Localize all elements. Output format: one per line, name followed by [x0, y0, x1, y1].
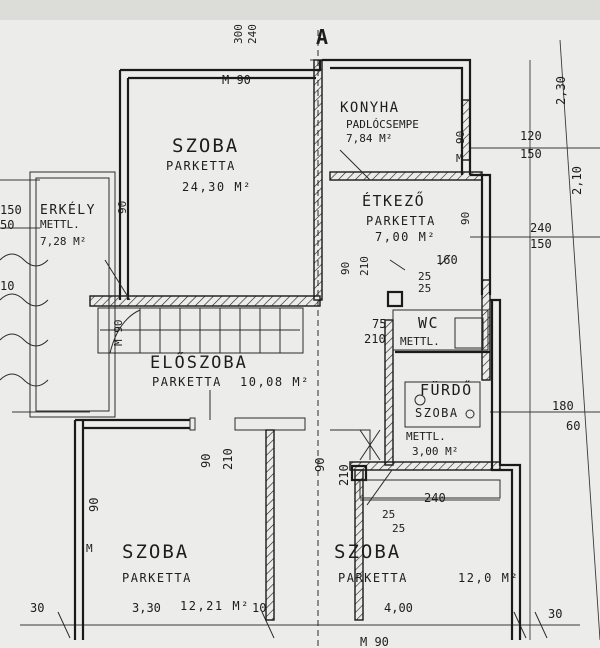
- dim-room-left-m: M: [86, 542, 93, 555]
- dim-door-210a: 210: [221, 448, 235, 470]
- room-floor: PARKETTA: [338, 571, 408, 585]
- room-konyha: KONYHA PADLÓCSEMPE 7,84 M²: [340, 100, 419, 145]
- dim-etkezo-160: 160: [436, 253, 458, 267]
- room-area: 12,0 M²: [458, 571, 519, 585]
- dim-stair-m90: M 90: [112, 320, 125, 347]
- room-floor: METTL.: [40, 218, 80, 231]
- dim-bottom-25a: 25: [382, 508, 395, 521]
- dim-konyha-m: M: [456, 152, 463, 165]
- dim-wc-75: 75: [372, 317, 386, 331]
- dim-room-left-90: 90: [87, 498, 101, 512]
- paper-shadow: [0, 0, 600, 20]
- room-floor: PADLÓCSEMPE: [346, 118, 419, 131]
- balcony: [0, 171, 116, 418]
- dim-right-150a: 150: [520, 147, 542, 161]
- dim-bottom-m90: M 90: [360, 635, 389, 648]
- dim-door-90b: 90: [313, 458, 327, 472]
- room-name: ELŐSZOBA: [150, 351, 248, 373]
- dim-erkely-90: 90: [116, 201, 129, 214]
- dim-right-180: 180: [552, 399, 574, 413]
- room-area: 3,00 M²: [412, 445, 458, 458]
- dim-etkezo-25a: 25: [418, 270, 431, 283]
- sanitary-fixtures: [350, 290, 501, 499]
- dim-top-240: 240: [246, 24, 259, 44]
- room-furdo: FÜRDŐ SZOBA METTL. 3,00 M²: [406, 379, 473, 458]
- room-area: 7,00 M²: [375, 230, 436, 244]
- dim-right-60: 60: [566, 419, 580, 433]
- dim-right-150b: 150: [530, 237, 552, 251]
- room-szoba-right: SZOBA PARKETTA 12,0 M²: [334, 541, 519, 585]
- room-szoba-top: SZOBA PARKETTA 24,30 M²: [166, 135, 252, 194]
- door-swings: [104, 149, 451, 506]
- dim-konyha-90: 90: [454, 131, 467, 144]
- dim-top-door: M 90: [222, 73, 251, 87]
- room-area: 7,28 M²: [40, 235, 86, 248]
- dim-left-10: 10: [0, 279, 14, 293]
- dim-etkezo-90b: 90: [339, 262, 352, 275]
- room-wc: WC METTL.: [400, 314, 440, 348]
- dim-door-210b: 210: [337, 464, 351, 486]
- room-floor: PARKETTA: [152, 375, 222, 389]
- room-name: FÜRDŐ: [420, 379, 473, 399]
- dim-left-50: 50: [0, 218, 14, 232]
- section-marker: A: [316, 25, 328, 49]
- dim-bottom-30-left: 30: [30, 601, 44, 615]
- dim-door-90a: 90: [199, 454, 213, 468]
- dim-etkezo-90: 90: [459, 212, 472, 225]
- room-szoba-left: SZOBA PARKETTA 12,21 M²: [122, 541, 250, 613]
- room-floor: PARKETTA: [366, 214, 436, 228]
- room-floor: METTL.: [406, 430, 446, 443]
- dim-right-210: 2,10: [570, 166, 584, 195]
- dim-left-150: 150: [0, 203, 22, 217]
- room-name: KONYHA: [340, 100, 400, 116]
- room-area: 24,30 M²: [182, 180, 252, 194]
- room-name: ERKÉLY: [40, 202, 96, 218]
- room-name: SZOBA: [122, 541, 189, 563]
- dim-bottom-240: 240: [424, 491, 446, 505]
- interior-walls: [89, 171, 501, 621]
- room-eloszoba: ELŐSZOBA PARKETTA 10,08 M²: [150, 351, 310, 389]
- room-name: SZOBA: [172, 135, 239, 157]
- dim-top-300: 300: [232, 24, 245, 44]
- bottom-dimension-line: [20, 499, 580, 639]
- dim-bottom-400: 4,00: [384, 601, 413, 615]
- dim-right-230: 2,30: [554, 76, 568, 105]
- room-area: 7,84 M²: [346, 132, 392, 145]
- room-floor: METTL.: [400, 335, 440, 348]
- room-name: SZOBA: [334, 541, 401, 563]
- room-floor: PARKETTA: [166, 159, 236, 173]
- room-name: ÉTKEZŐ: [362, 190, 425, 210]
- dim-right-240: 240: [530, 221, 552, 235]
- room-etkezo: ÉTKEZŐ PARKETTA 7,00 M²: [362, 190, 436, 244]
- right-dimension-lines: [0, 39, 600, 641]
- dim-etkezo-25b: 25: [418, 282, 431, 295]
- dim-bottom-25b: 25: [392, 522, 405, 535]
- room-subname: SZOBA: [415, 406, 459, 420]
- dimension-labels: M 90 300 240 2,30 2,10 120 150 240 150 1…: [0, 24, 584, 648]
- dim-etkezo-210: 210: [358, 256, 371, 276]
- dim-bottom-10: 10: [252, 601, 266, 615]
- room-name: WC: [418, 314, 439, 332]
- room-area: 12,21 M²: [180, 599, 250, 613]
- dim-bottom-330: 3,30: [132, 601, 161, 615]
- staircase: [97, 307, 304, 354]
- room-erkely: ERKÉLY METTL. 7,28 M²: [40, 202, 96, 248]
- dim-right-120: 120: [520, 129, 542, 143]
- room-area: 10,08 M²: [240, 375, 310, 389]
- dim-bottom-30-right: 30: [548, 607, 562, 621]
- outer-walls: [73, 58, 522, 640]
- dim-wc-210: 210: [364, 332, 386, 346]
- room-floor: PARKETTA: [122, 571, 192, 585]
